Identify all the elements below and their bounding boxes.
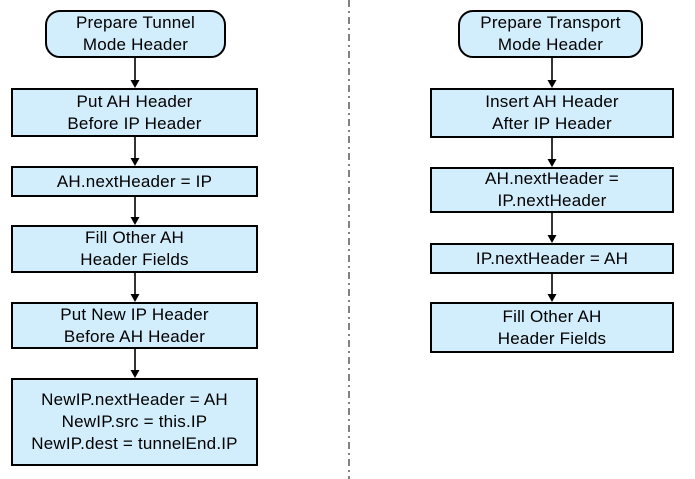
flow-arrow — [547, 58, 557, 88]
tunnel-step-ah-nextheader: AH.nextHeader = IP — [11, 166, 258, 197]
transport-start-terminator: Prepare Transport Mode Header — [458, 10, 643, 58]
tunnel-start-terminator: Prepare Tunnel Mode Header — [45, 10, 226, 58]
flow-arrow — [130, 273, 140, 302]
flow-arrow — [547, 213, 557, 243]
flow-arrow — [130, 197, 140, 225]
flow-arrow — [130, 349, 140, 378]
flow-arrow — [130, 58, 140, 88]
transport-step-insert-ah-header: Insert AH Header After IP Header — [430, 88, 674, 138]
flow-arrow — [547, 274, 557, 302]
transport-step-ip-nextheader: IP.nextHeader = AH — [430, 243, 674, 274]
tunnel-step-newip-assignments: NewIP.nextHeader = AH NewIP.src = this.I… — [11, 378, 258, 466]
transport-step-ah-nextheader: AH.nextHeader = IP.nextHeader — [430, 167, 674, 213]
flow-arrow — [130, 137, 140, 166]
tunnel-step-fill-other-fields: Fill Other AH Header Fields — [11, 225, 258, 273]
tunnel-step-put-new-ip-header: Put New IP Header Before AH Header — [11, 302, 258, 349]
flow-arrow — [547, 138, 557, 167]
tunnel-step-put-ah-header: Put AH Header Before IP Header — [11, 88, 258, 137]
transport-step-fill-other-fields: Fill Other AH Header Fields — [430, 302, 674, 353]
